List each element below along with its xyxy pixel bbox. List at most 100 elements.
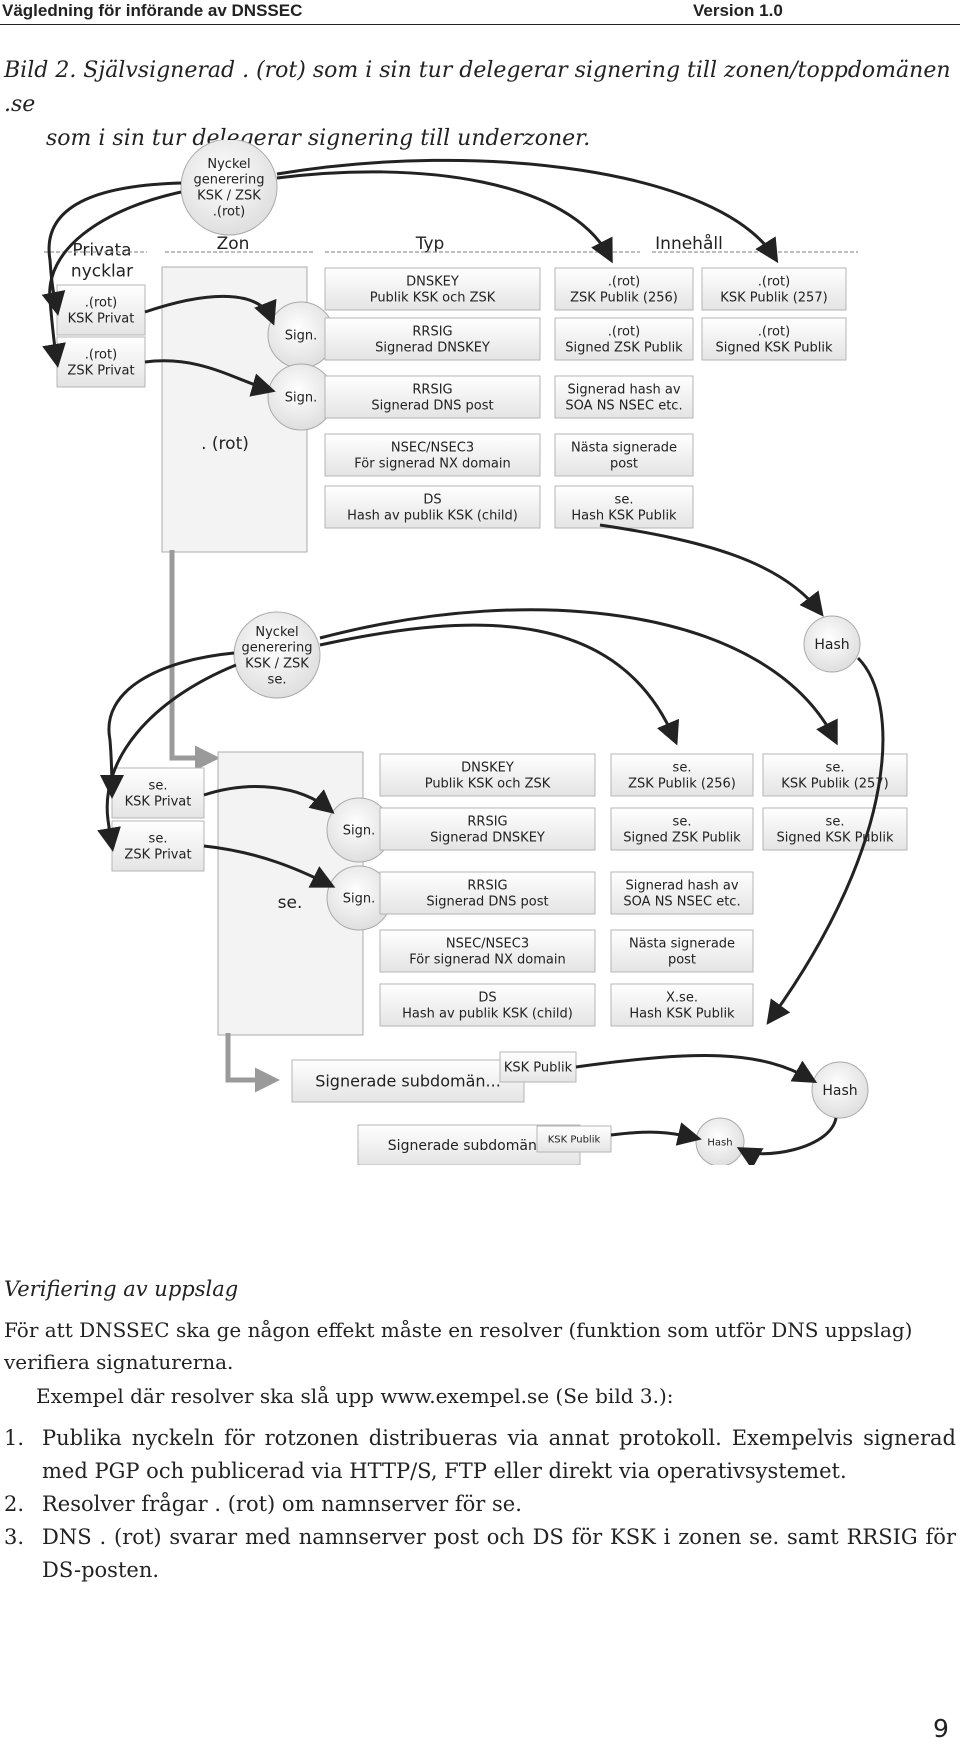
type-box-root-0 <box>324 267 541 311</box>
content2-box-root-0-text: .(rot)KSK Publik (257) <box>720 275 827 306</box>
sign-circle-root-1-text: Sign. <box>285 329 318 344</box>
sign-circle-se-1-text: Sign. <box>343 824 376 839</box>
page-number: 9 <box>933 1714 949 1743</box>
zone-label-root: . (rot) <box>201 434 249 454</box>
keygen-circle-se <box>233 611 321 699</box>
figure-caption: Bild 2. Självsignerad . (rot) som i sin … <box>4 54 954 156</box>
content2-box-se-0-text: se.KSK Publik (257) <box>781 761 888 792</box>
content-box-root-0 <box>554 267 694 311</box>
arrow-keygen-to-ksk-public-root <box>276 158 779 264</box>
arrow-keygen-to-ksk-root <box>41 181 182 316</box>
list-item: 3. DNS . (rot) svarar med namnserver pos… <box>4 1525 956 1582</box>
delegation-line-se <box>225 1033 280 1093</box>
sign-circle-se-2-text: Sign. <box>343 892 376 907</box>
subdomain-box-2-text: Signerade subdomän... <box>388 1138 550 1154</box>
content-box-se-4 <box>610 983 754 1027</box>
type-box-root-3 <box>324 433 541 477</box>
content-box-root-1 <box>554 317 694 361</box>
section-paragraph: För att DNSSEC ska ge någon effekt måste… <box>4 1318 913 1374</box>
content-box-root-4-text: se.Hash KSK Publik <box>571 493 677 524</box>
arrow-keygen-to-zsk-root <box>42 190 182 368</box>
type-box-se-0 <box>379 753 596 797</box>
arrow-subdomain-ksk-to-hash-1 <box>575 1054 818 1083</box>
caption-line-1: Bild 2. Självsignerad . (rot) som i sin … <box>4 58 951 117</box>
content-box-root-3 <box>554 433 694 477</box>
example-line: Exempel där resolver ska slå upp www.exe… <box>36 1384 674 1408</box>
content-box-root-0-text: .(rot)ZSK Publik (256) <box>570 275 678 306</box>
private-key-ksk-se <box>111 767 205 819</box>
private-key-zsk-se-text: se.ZSK Privat <box>124 832 191 863</box>
subdomain-ksk-1-text: KSK Publik <box>504 1061 573 1076</box>
caption-line-2: som i sin tur delegerar signering till u… <box>46 126 591 151</box>
arrow-subdomain-ksk-to-hash-2 <box>610 1122 702 1146</box>
list-item: 2. Resolver frågar . (rot) om namnserver… <box>4 1492 522 1516</box>
content-box-se-3 <box>610 929 754 973</box>
arrow-hash-to-subdomain-2 <box>736 1117 838 1165</box>
subdomain-box-1-text: Signerade subdomän... <box>315 1072 501 1091</box>
hash-circle-se-text: Hash <box>814 637 849 653</box>
content-box-root-4 <box>554 485 694 529</box>
subdomain-box-1 <box>291 1059 525 1103</box>
subdomain-hash-1 <box>811 1061 869 1119</box>
section-heading: Verifiering av uppslag <box>4 1277 239 1301</box>
content2-box-se-0 <box>762 753 908 797</box>
arrow-zsk-to-sign-se <box>203 844 336 888</box>
arrow-keygen-to-zsk-public-root <box>276 170 613 264</box>
type-box-root-2 <box>324 375 541 419</box>
content-box-se-2 <box>610 871 754 915</box>
content-box-se-4-text: X.se.Hash KSK Publik <box>629 991 735 1022</box>
type-box-se-1 <box>379 807 596 851</box>
type-box-se-2 <box>379 871 596 915</box>
type-box-root-4 <box>324 485 541 529</box>
zone-label-se: se. <box>278 893 303 913</box>
column-header-content: Innehåll <box>655 233 723 254</box>
keygen-circle-root <box>180 140 278 236</box>
type-box-root-1 <box>324 317 541 361</box>
content-box-se-0 <box>610 753 754 797</box>
private-key-ksk-root-text: .(rot)KSK Privat <box>68 296 135 327</box>
arrow-keygen-to-zsk-public-se <box>319 623 680 746</box>
content2-box-root-0 <box>701 267 847 311</box>
header-version: Version 1.0 <box>693 1 783 20</box>
arrow-hash-to-ds-se <box>766 656 885 1025</box>
arrow-keygen-to-zsk-se <box>97 663 237 852</box>
content-box-se-0-text: se.ZSK Publik (256) <box>628 761 736 792</box>
arrow-ksk-to-sign-root <box>144 294 277 326</box>
arrow-zsk-to-sign-root <box>144 359 276 397</box>
arrow-ds-to-hash <box>599 523 824 617</box>
content-box-se-1-text: se.Signed ZSK Publik <box>623 815 741 846</box>
content-box-se-1 <box>610 807 754 851</box>
arrow-keygen-to-ksk-public-se <box>319 608 838 746</box>
list-item: 1. Publika nyckeln för rotzonen distribu… <box>4 1426 956 1483</box>
type-box-se-3 <box>379 929 596 973</box>
delegation-line-root <box>169 550 220 771</box>
subdomain-hash-2-text: Hash <box>707 1138 732 1149</box>
content2-box-se-1 <box>762 807 908 851</box>
header-title: Vägledning för införande av DNSSEC <box>2 1 303 20</box>
column-header-type: Typ <box>415 234 445 254</box>
column-header-zone: Zon <box>217 234 250 254</box>
page-header: Vägledning för införande av DNSSEC Versi… <box>0 0 960 25</box>
private-key-ksk-root <box>56 284 146 336</box>
private-key-zsk-root-text: .(rot)ZSK Privat <box>67 348 134 379</box>
arrow-ksk-to-sign-se <box>203 785 335 814</box>
subdomain-ksk-2-text: KSK Publik <box>548 1135 601 1146</box>
subdomain-ksk-2 <box>536 1125 612 1153</box>
